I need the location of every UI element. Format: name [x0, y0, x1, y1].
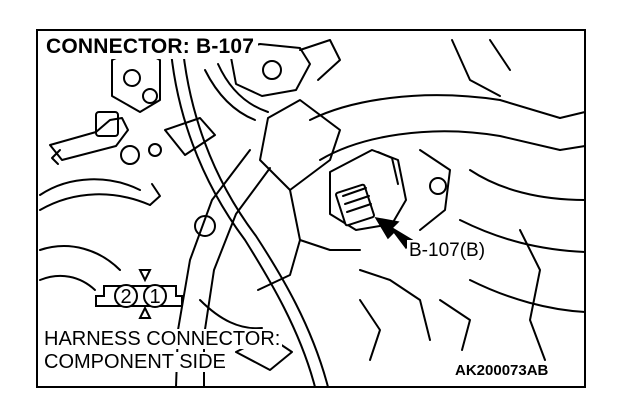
harness-connector-heading: HARNESS CONNECTOR:	[42, 328, 283, 350]
callout-arrow	[374, 216, 414, 250]
pin-number-1: 1	[149, 286, 161, 308]
engine-linework	[39, 39, 586, 388]
diagram-title: CONNECTOR: B-107	[44, 34, 259, 59]
diagram-frame	[36, 29, 586, 388]
connector-callout-label: B-107(B)	[407, 240, 488, 261]
figure-code: AK200073AB	[453, 362, 551, 379]
component-side-heading: COMPONENT SIDE	[42, 351, 228, 373]
pin-number-2: 2	[120, 286, 132, 308]
connector-face-symbol	[95, 269, 183, 319]
